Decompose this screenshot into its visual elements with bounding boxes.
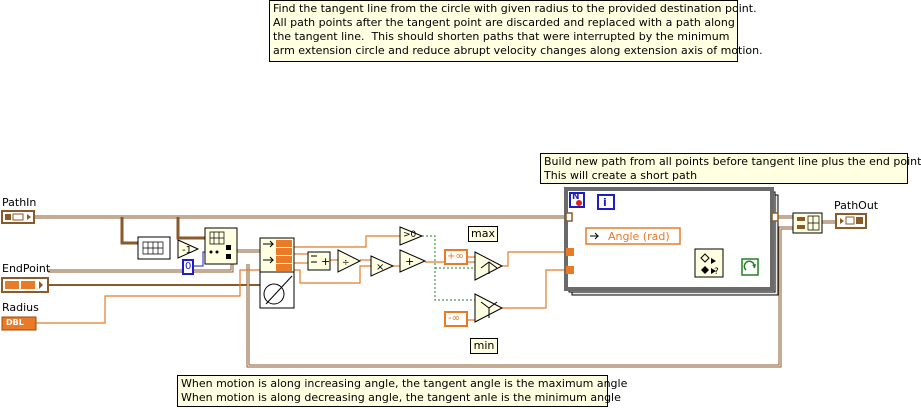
zero-constant[interactable] — [182, 259, 194, 275]
min-select-node[interactable] — [474, 293, 504, 323]
pathout-label: PathOut — [834, 199, 879, 212]
pathin-label: PathIn — [2, 196, 37, 209]
svg-text:+: + — [321, 255, 330, 268]
min-label: min — [470, 338, 498, 354]
svg-text:-1: -1 — [182, 245, 192, 256]
stop-terminal[interactable] — [741, 258, 759, 276]
path-out-tunnel[interactable] — [771, 212, 779, 222]
radius-terminal[interactable] — [1, 316, 37, 331]
add-node[interactable]: + — [307, 251, 331, 271]
max-tunnel[interactable] — [566, 248, 574, 256]
max-select-node[interactable] — [474, 251, 504, 281]
radius-dbl-tag: DBL — [6, 318, 24, 327]
add-triangle-node[interactable]: + — [399, 249, 427, 273]
greater-than-zero-label: >0 — [403, 230, 417, 240]
unbundle-by-name-node[interactable] — [585, 227, 681, 245]
index-array-node[interactable] — [204, 227, 238, 265]
svg-text:?: ? — [714, 267, 719, 277]
iteration-label: i — [603, 196, 607, 209]
multiply-node[interactable]: × — [370, 255, 395, 277]
endpoint-label: EndPoint — [2, 262, 51, 275]
build-array-node[interactable] — [792, 212, 823, 234]
pathin-terminal[interactable] — [1, 210, 35, 224]
svg-text:+: + — [405, 255, 414, 268]
pathout-terminal[interactable] — [835, 213, 867, 229]
loop-count-label: N — [572, 192, 580, 202]
loop-count-terminal[interactable] — [569, 192, 585, 208]
endpoint-terminal[interactable] — [1, 277, 49, 293]
min-tunnel[interactable] — [566, 266, 574, 274]
top-comment: Find the tangent line from the circle wi… — [269, 0, 763, 62]
build-path-comment: Build new path from all points before ta… — [540, 153, 921, 184]
radius-label: Radius — [2, 301, 39, 314]
max-label: max — [468, 226, 498, 242]
tangent-angle-comment: When motion is along increasing angle, t… — [177, 375, 627, 407]
zero-constant-value: 0 — [185, 261, 192, 272]
decrement-node[interactable]: -1 — [177, 239, 200, 259]
iteration-terminal[interactable] — [597, 194, 615, 210]
svg-text:×: × — [376, 262, 384, 273]
svg-text:÷: ÷ — [342, 258, 350, 268]
in-range-node[interactable]: ? — [694, 248, 724, 278]
plus-inf-value: +∞ — [447, 251, 464, 262]
path-in-tunnel[interactable] — [565, 212, 573, 222]
angle-rad-label: Angle (rad) — [608, 230, 670, 243]
minus-inf-constant[interactable] — [444, 311, 468, 327]
unbundle-node[interactable] — [259, 237, 295, 273]
greater-than-zero-node[interactable] — [399, 226, 424, 246]
array-subset-node[interactable] — [137, 236, 171, 260]
divide-node[interactable]: ÷ — [337, 249, 362, 273]
minus-inf-value: -∞ — [448, 313, 460, 324]
plus-inf-constant[interactable] — [444, 249, 468, 265]
circle-tangent-subvi[interactable] — [259, 271, 295, 309]
